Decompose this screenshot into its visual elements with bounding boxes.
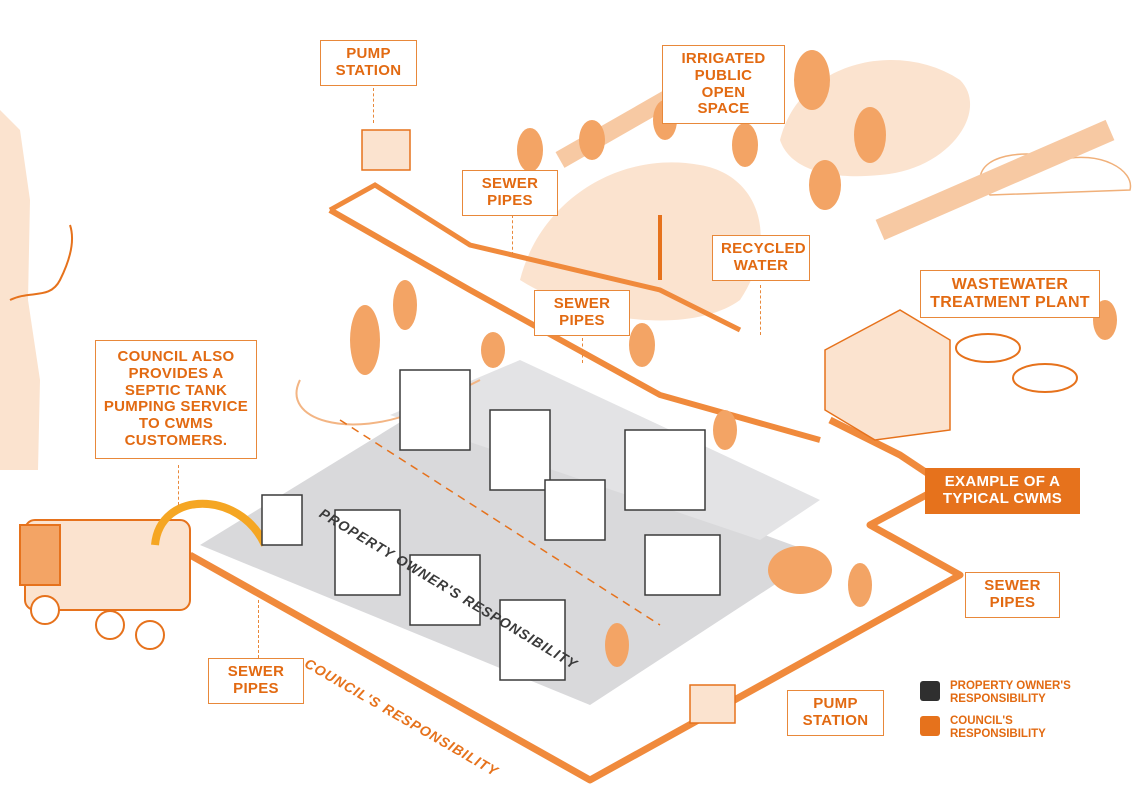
example-cwms-label: EXAMPLE OF A TYPICAL CWMS [925,468,1080,514]
irrigated-space-label: IRRIGATED PUBLIC OPEN SPACE [662,45,785,125]
trees [350,50,1117,667]
leader-council-note [178,465,179,505]
sewer-pipes-label-2: SEWER PIPES [534,290,630,336]
legend-label: COUNCIL'S RESPONSIBILITY [950,715,1046,741]
pump-box-top [361,129,411,171]
leader-recycled [760,285,761,335]
road-strip [875,119,1115,241]
pump-pipe [328,182,742,333]
suction-hose [151,499,269,547]
river-line [9,224,73,301]
legend-swatch-orange [920,716,940,736]
open-space-hill [520,162,761,321]
treatment-plant [824,309,1078,441]
pump-box-bottom [689,684,736,724]
sewer-pipes-label-3: SEWER PIPES [965,572,1060,618]
leader-sewer-1 [512,215,513,255]
leader-pump-top [373,88,374,123]
property-ground [200,410,820,705]
pump-station-bottom-label: PUMP STATION [787,690,884,736]
council-note-label: COUNCIL ALSO PROVIDES A SEPTIC TANK PUMP… [95,340,257,459]
leader-sewer-2 [582,338,583,363]
recycled-water-label: RECYCLED WATER [712,235,810,281]
septic-truck [19,519,191,650]
legend-item-property-owner: PROPERTY OWNER'S RESPONSIBILITY [920,680,1090,706]
houses [261,369,721,681]
council-pipe-main [188,416,964,784]
sewer-pipes-label-1: SEWER PIPES [462,170,558,216]
coastline-shape [0,110,40,470]
legend-item-council: COUNCIL'S RESPONSIBILITY [920,715,1090,741]
wastewater-plant-label: WASTEWATER TREATMENT PLANT [920,270,1100,318]
legend-label: PROPERTY OWNER'S RESPONSIBILITY [950,680,1071,706]
council-pipe-upper [328,207,821,443]
leader-sewer-4 [258,600,259,658]
sewer-pipes-label-4: SEWER PIPES [208,658,304,704]
property-ground-back [390,360,820,540]
responsibility-divider [339,419,661,626]
legend-swatch-dark [920,681,940,701]
pump-station-top-label: PUMP STATION [320,40,417,86]
